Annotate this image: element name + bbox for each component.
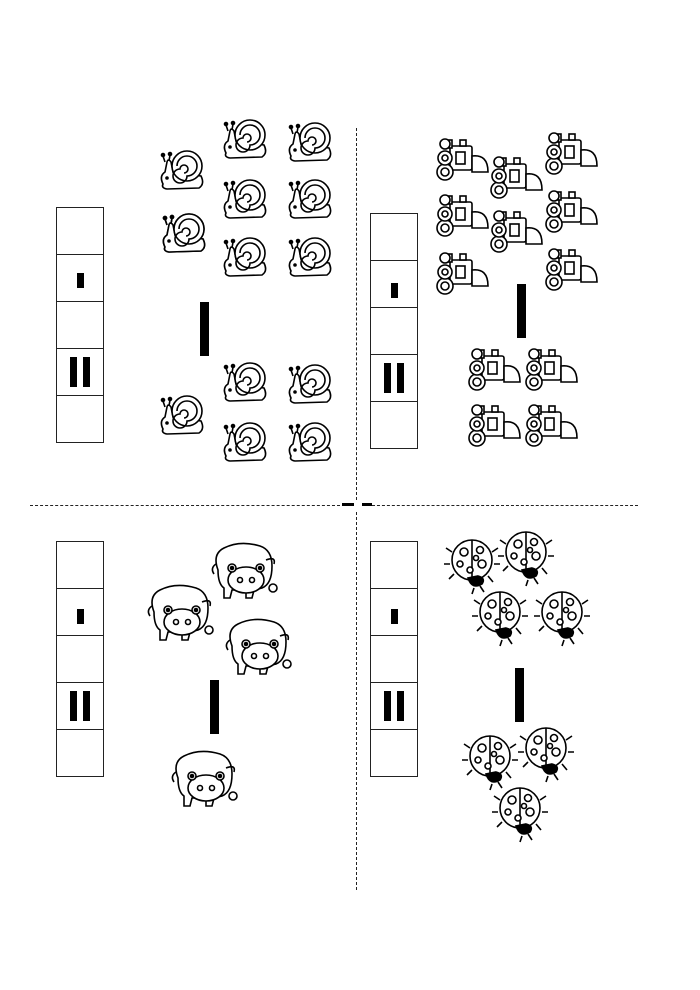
ladybug-icon — [472, 591, 528, 647]
answer-cell[interactable] — [371, 636, 417, 683]
snail-icon — [223, 119, 267, 159]
train-icon — [545, 132, 598, 175]
center-cut-mark — [342, 503, 354, 506]
snail-icon — [160, 395, 204, 435]
answer-cell[interactable] — [371, 589, 417, 636]
hippo-icon — [171, 750, 238, 807]
answer-cell[interactable] — [371, 730, 417, 776]
answer-cell[interactable] — [57, 396, 103, 442]
answer-cell[interactable] — [57, 683, 103, 730]
snail-icon — [223, 422, 267, 462]
vertical-cut-line-top — [356, 128, 357, 500]
ladybug-icon — [498, 531, 554, 587]
train-icon — [436, 252, 489, 295]
answer-cell[interactable] — [57, 349, 103, 396]
answer-cell[interactable] — [57, 636, 103, 683]
answer-cell[interactable] — [57, 302, 103, 349]
train-icon — [545, 190, 598, 233]
minus-sign — [200, 302, 209, 356]
answer-box-hippos — [56, 541, 104, 777]
ladybug-icon — [492, 787, 548, 843]
hippo-icon — [211, 542, 278, 599]
answer-cell[interactable] — [57, 730, 103, 776]
train-icon — [436, 138, 489, 181]
snail-icon — [160, 150, 204, 190]
train-icon — [490, 156, 543, 199]
answer-cell[interactable] — [57, 208, 103, 255]
answer-box-ladybugs — [370, 541, 418, 777]
snail-icon — [288, 422, 332, 462]
minus-sign — [210, 680, 219, 734]
snail-icon — [162, 213, 206, 253]
train-icon — [468, 348, 521, 391]
horizontal-cut-line-right — [372, 505, 638, 506]
train-icon — [490, 210, 543, 253]
snail-icon — [288, 364, 332, 404]
ladybug-icon — [444, 539, 500, 595]
vertical-cut-line-bottom — [356, 512, 357, 890]
train-icon — [436, 194, 489, 237]
snail-icon — [288, 122, 332, 162]
answer-cell[interactable] — [371, 214, 417, 261]
answer-cell[interactable] — [371, 683, 417, 730]
answer-cell[interactable] — [57, 589, 103, 636]
ladybug-icon — [462, 735, 518, 791]
horizontal-cut-line-left — [30, 505, 340, 506]
minus-sign — [515, 668, 524, 722]
train-icon — [545, 248, 598, 291]
answer-box-trains — [370, 213, 418, 449]
snail-icon — [223, 179, 267, 219]
train-icon — [525, 348, 578, 391]
minus-sign — [517, 284, 526, 338]
train-icon — [468, 404, 521, 447]
hippo-icon — [225, 618, 292, 675]
answer-cell[interactable] — [57, 255, 103, 302]
answer-box-snails — [56, 207, 104, 443]
train-icon — [525, 404, 578, 447]
answer-cell[interactable] — [371, 261, 417, 308]
center-cut-mark — [362, 503, 372, 506]
answer-cell[interactable] — [57, 542, 103, 589]
snail-icon — [223, 237, 267, 277]
ladybug-icon — [534, 591, 590, 647]
snail-icon — [288, 237, 332, 277]
answer-cell[interactable] — [371, 542, 417, 589]
ladybug-icon — [518, 727, 574, 783]
hippo-icon — [147, 584, 214, 641]
answer-cell[interactable] — [371, 308, 417, 355]
answer-cell[interactable] — [371, 402, 417, 448]
snail-icon — [223, 362, 267, 402]
answer-cell[interactable] — [371, 355, 417, 402]
snail-icon — [288, 179, 332, 219]
